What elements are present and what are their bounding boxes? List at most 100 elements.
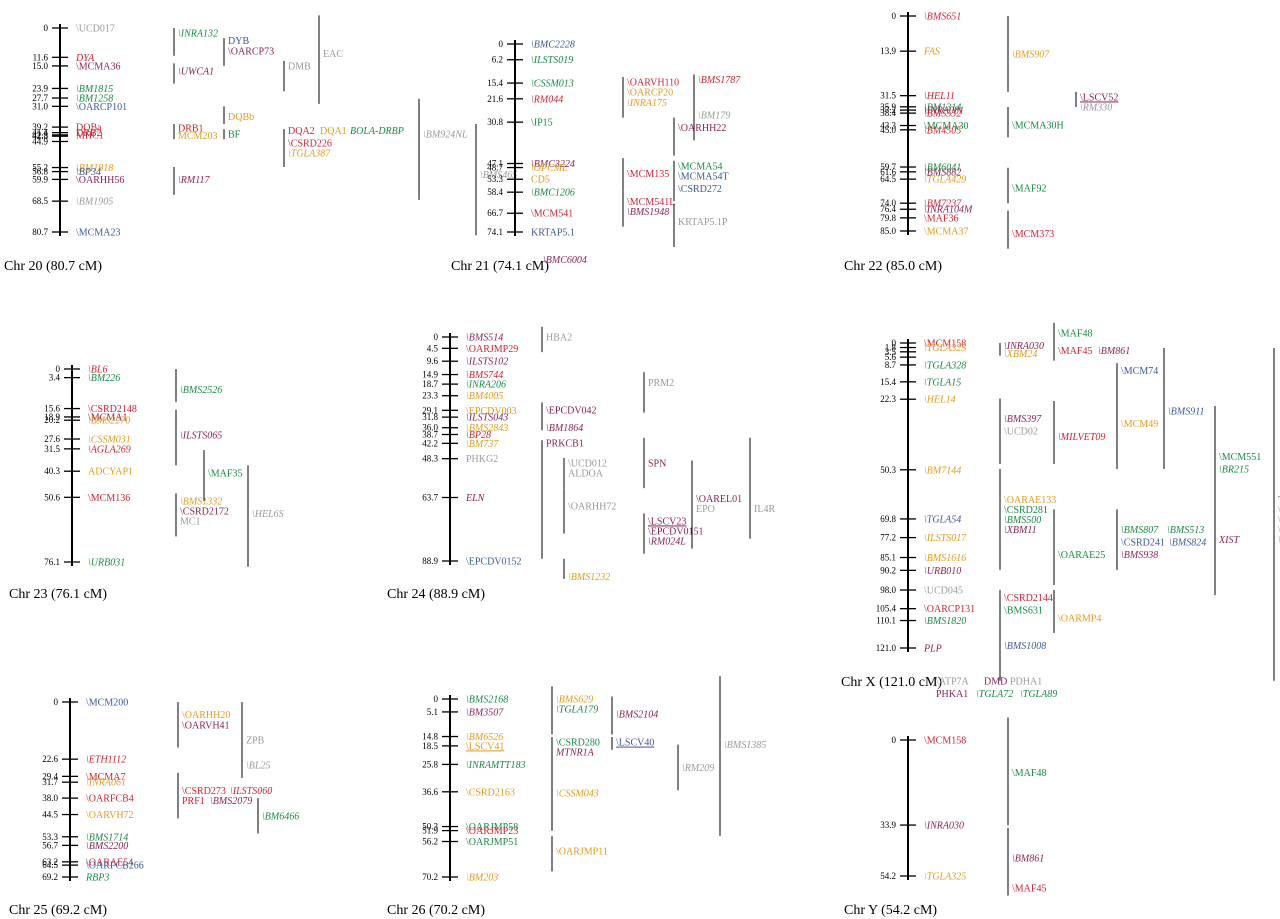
group-marker-label: \OARVH41 [182,720,230,731]
marker-label: \OARFCB266 [86,861,144,872]
group-marker-label: \UCD02 [1004,427,1038,438]
marker-label: \BM1818 [76,163,113,174]
group-marker-label: ALDOA [568,469,604,480]
chromosome-title: Chr 26 (70.2 cM) [387,903,485,918]
marker-label: \EPCDV003 [466,406,517,417]
marker-position: 38.4 [880,108,896,118]
marker-position: 42.2 [422,438,438,448]
marker-position: 50.6 [44,492,60,502]
group-marker-label: \INRA175 [627,98,667,109]
marker-label: \MCMA7 [86,772,125,783]
marker-position: 15.6 [44,404,60,414]
group-marker-label: \XBM24 [1004,349,1037,360]
marker-position: 68.5 [32,196,48,206]
marker-position: 0 [54,697,59,707]
marker-position: 47.1 [487,158,503,168]
marker-label: \CSRD2163 [466,787,515,798]
group-marker-label: BOLA-DRBP [350,126,404,137]
marker-label: \MCMA1 [88,412,127,423]
group-marker-label: \CSRD272 [678,184,722,195]
marker-position: 18.5 [422,741,438,751]
chromosome-chry: Chr Y (54.2 cM)0\MCM15833.9\INRA03054.2\… [844,717,1046,918]
marker-position: 121.0 [876,643,897,653]
marker-label: \ETH1112 [86,755,126,766]
marker-position: 59.7 [880,162,896,172]
marker-label: \BMC2228 [531,40,575,51]
group-marker-label: PHKA1 [936,689,968,700]
group-marker-label: \OARHH72 [568,501,616,512]
marker-label: \AGLA269 [88,444,131,455]
group-marker-label: \OARHH20 [182,710,230,721]
group-marker-label: \INRA132 [178,29,218,40]
marker-label: \BM737 [466,439,499,450]
group-marker-label: \BMC6004 [543,255,587,266]
group-marker-label: \BMS2079 [210,796,252,807]
group-marker-label: DQA1 [320,126,347,137]
group-marker-label: \LSCV52 [1080,92,1118,103]
chromosome-title: Chr 20 (80.7 cM) [4,259,102,274]
group-marker-label: \BMS1787 [698,75,741,86]
marker-position: 85.1 [880,553,896,563]
marker-position: 76.1 [44,557,60,567]
marker-label: \ILSTS017 [924,533,967,544]
marker-position: 56.8 [32,167,48,177]
group-marker-label: \BMS911 [1168,407,1204,418]
marker-label: \OARFCB4 [86,794,134,805]
group-marker-label: \EPCDV0151 [648,527,704,538]
group-marker-label: \TGLA387 [288,149,331,160]
marker-label: \BM1815 [76,84,113,95]
group-marker-label: \RM024L [648,537,686,548]
marker-position: 22.3 [880,394,896,404]
marker-label: \CSSM031 [88,434,131,445]
marker-label: \CSRD2148 [88,404,137,415]
chromosome-chr26: Chr 26 (70.2 cM)0\BMS21685.1\BM350714.8\… [387,676,766,918]
marker-label: \BMS651 [924,12,961,23]
group-marker-label: \UWCA1 [178,66,214,77]
group-marker-label: \LSCV23 [648,516,686,527]
group-marker-label: \MAF45 [1012,884,1046,895]
marker-position: 98.0 [880,585,896,595]
group-marker-label: \BMS1008 [1004,641,1046,652]
group-marker-label: \BMS903 [1278,535,1280,546]
marker-label: FAS [923,47,940,58]
group-marker-label: ZPB [246,735,265,746]
group-marker-label: \MCM49 [1121,419,1158,430]
group-marker-label: \UCD043 [1278,525,1280,536]
group-marker-label: \XBM11 [1004,525,1037,536]
marker-label: \BMS2270 [88,416,130,427]
group-marker-label: \OARCP20 [627,88,673,99]
marker-label: \BM7144 [924,465,961,476]
marker-label: \BM7237 [924,199,962,210]
group-marker-label: \OAREL01 [696,494,742,505]
marker-position: 37.2 [880,105,896,115]
marker-label: \BMS2200 [86,841,128,852]
group-marker-label: \MCM74 [1121,366,1158,377]
marker-label: \MCMA23 [76,228,120,239]
marker-position: 54.2 [880,871,896,881]
marker-position: 64.5 [880,174,896,184]
marker-position: 6.2 [492,55,503,65]
marker-position: 15.4 [487,78,503,88]
group-marker-label: \TGLA179 [556,705,598,716]
group-marker-label: EPO [696,504,715,515]
marker-position: 44.9 [32,137,48,147]
group-marker-label: \MCMA54T [678,171,729,182]
group-marker-label: \BMS807 [1121,525,1159,536]
marker-position: 22.6 [42,754,58,764]
marker-label: \BMC3224 [531,159,575,170]
chromosome-chr23: Chr 23 (76.1 cM)0\BL63.4\BM22615.6\CSRD2… [9,364,284,602]
group-marker-label: \UCD042 [1278,515,1280,526]
group-marker-label: TBG [1278,495,1280,506]
group-marker-label: \MCMA54 [678,161,722,172]
group-marker-label: \LSCV40 [616,738,654,749]
marker-position: 0 [434,332,439,342]
group-marker-label: PRM2 [648,378,674,389]
marker-label: \BP28 [466,430,491,441]
group-marker-label: MC1 [180,517,201,528]
marker-label: DYA [75,53,95,64]
marker-position: 70.2 [422,872,438,882]
marker-position: 80.7 [32,227,48,237]
group-marker-label: XIST [1218,535,1240,546]
marker-label: \URB031 [88,558,125,569]
